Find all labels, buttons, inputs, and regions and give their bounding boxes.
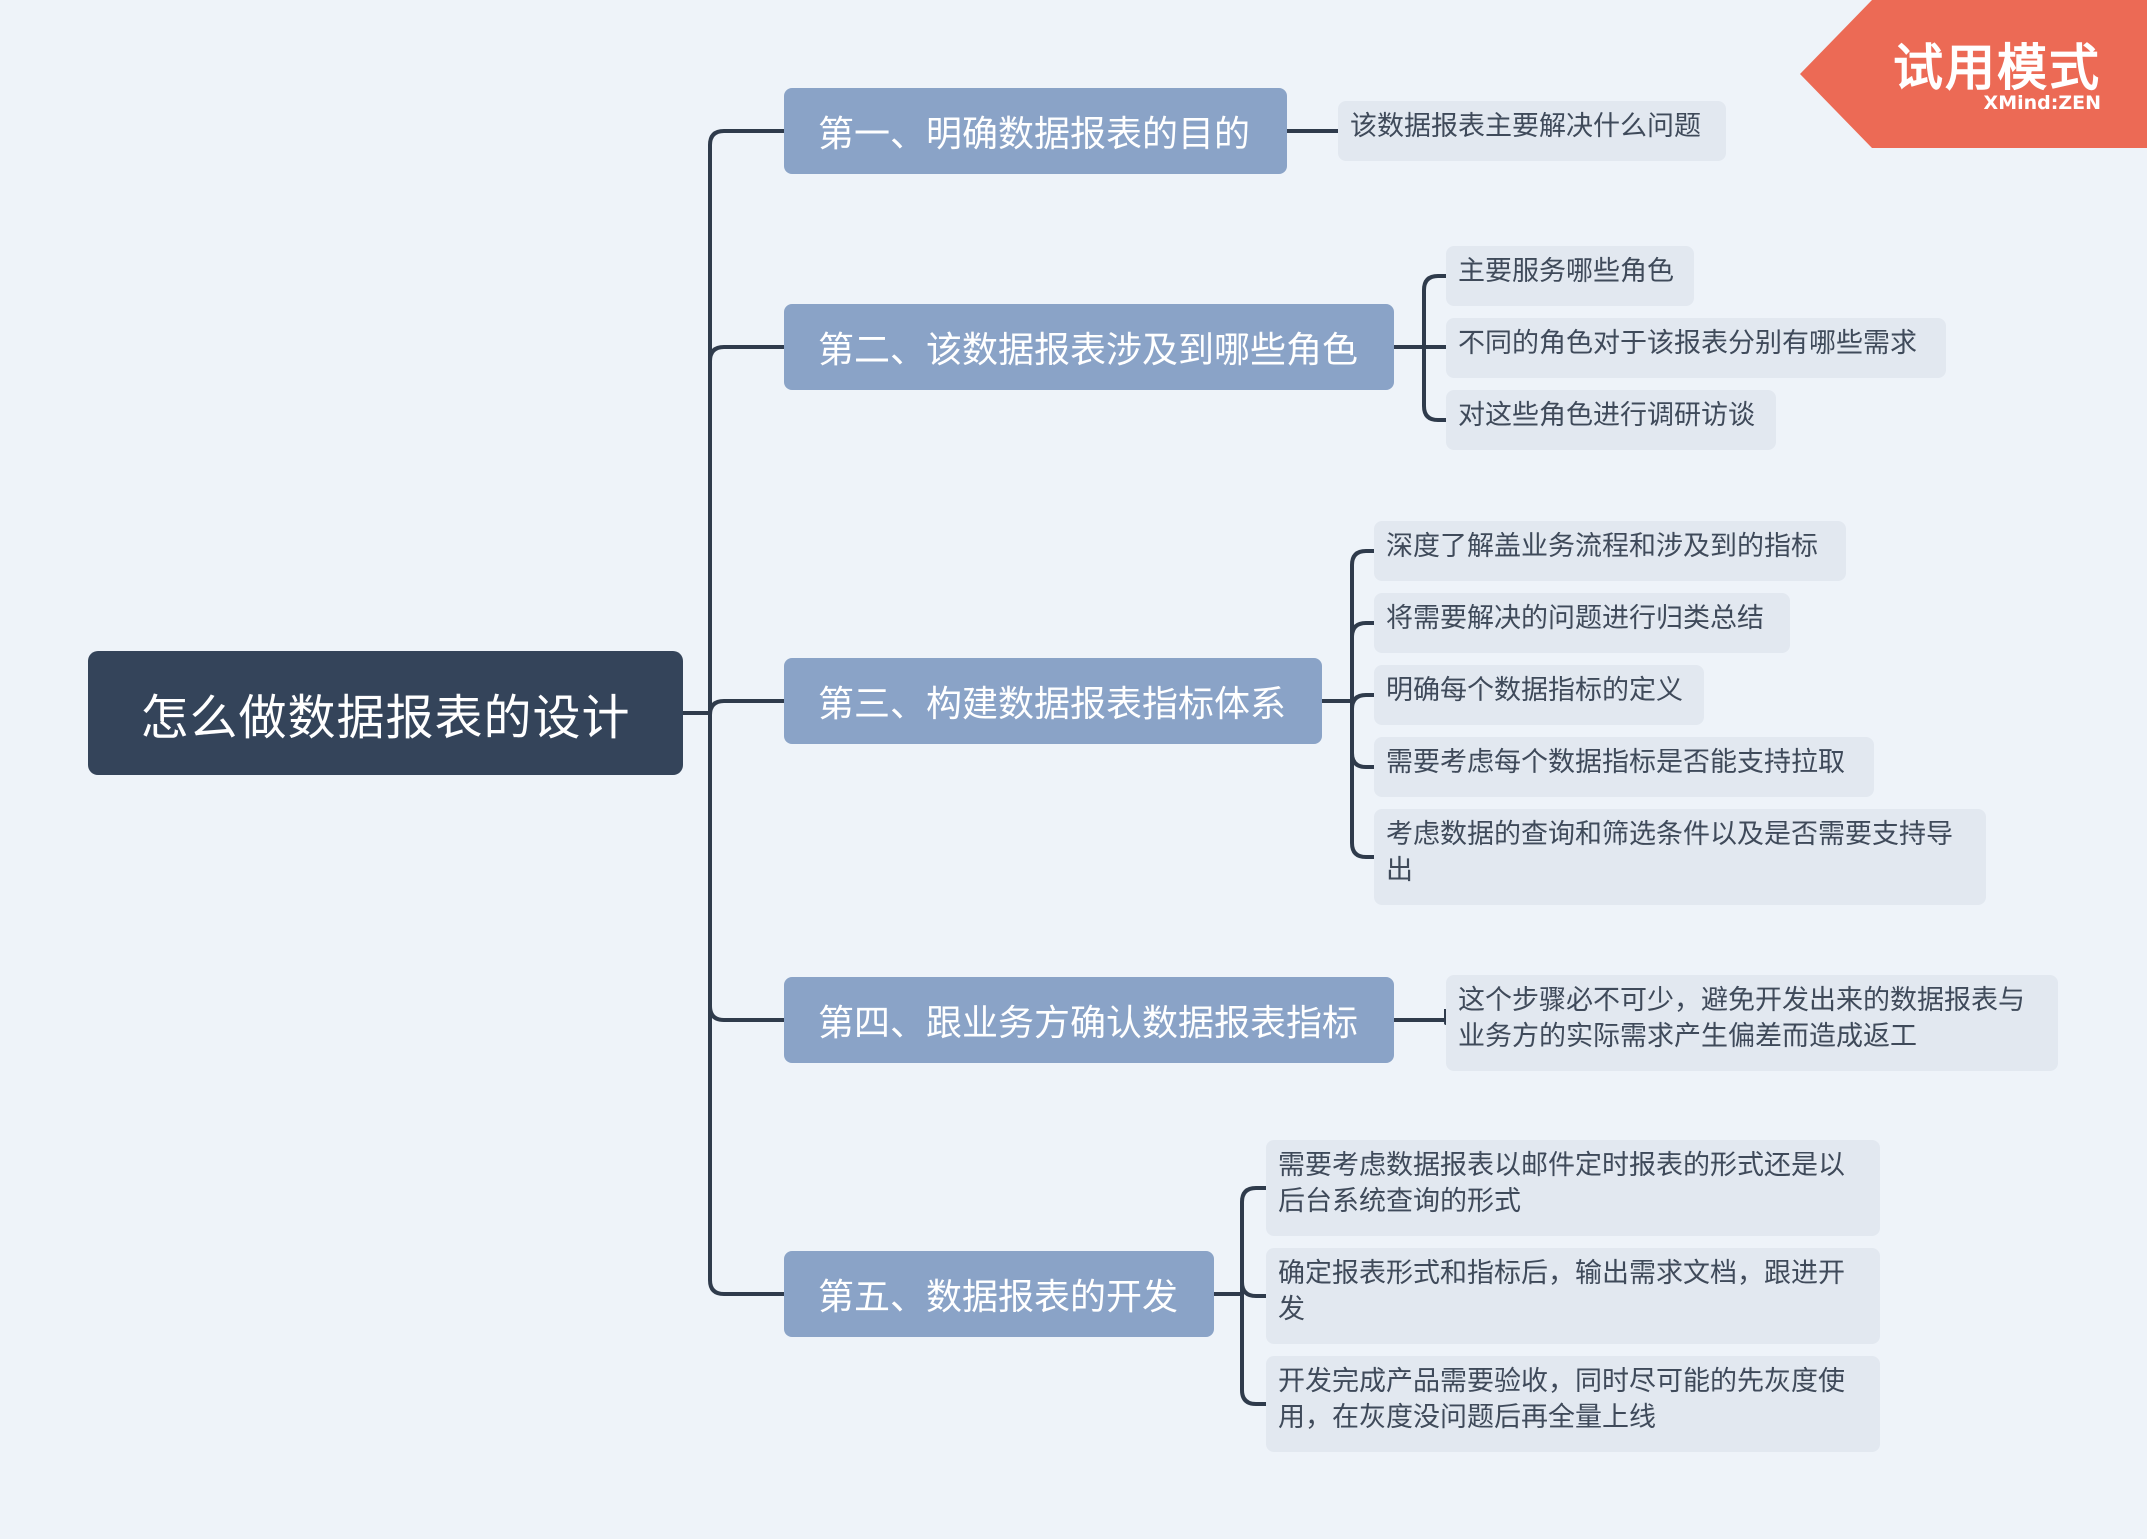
branch-topic-2[interactable]: 第二、该数据报表涉及到哪些角色: [784, 304, 1394, 390]
branch-2-connector-link-0: [1422, 274, 1448, 349]
branch-3-connector-link-2: [1350, 693, 1376, 710]
branch-topic-4[interactable]: 第四、跟业务方确认数据报表指标: [784, 977, 1394, 1063]
root-topic[interactable]: 怎么做数据报表的设计: [88, 651, 683, 775]
subtopic-3-3[interactable]: 明确每个数据指标的定义: [1374, 665, 1704, 725]
branch-3-connector-link-3: [1350, 699, 1376, 769]
subtopic-5-1[interactable]: 需要考虑数据报表以邮件定时报表的形式还是以后台系统查询的形式: [1266, 1140, 1880, 1236]
xmind-logo-text: XMind:ZEN: [1983, 92, 2101, 114]
branch-3-connector-link-4: [1350, 699, 1376, 859]
branch-5-connector-link-1: [1240, 1281, 1268, 1298]
branch-3-connector-link-1: [1350, 621, 1376, 703]
subtopic-2-3[interactable]: 对这些角色进行调研访谈: [1446, 390, 1776, 450]
subtopic-1-1[interactable]: 该数据报表主要解决什么问题: [1338, 101, 1726, 161]
root-connector-link-0: [708, 129, 786, 715]
subtopic-5-2[interactable]: 确定报表形式和指标后，输出需求文档，跟进开发: [1266, 1248, 1880, 1344]
branch-topic-3[interactable]: 第三、构建数据报表指标体系: [784, 658, 1322, 744]
branch-topic-5[interactable]: 第五、数据报表的开发: [784, 1251, 1214, 1337]
branch-3-connector-link-0: [1350, 549, 1376, 703]
subtopic-2-2[interactable]: 不同的角色对于该报表分别有哪些需求: [1446, 318, 1946, 378]
branch-topic-1[interactable]: 第一、明确数据报表的目的: [784, 88, 1287, 174]
trial-mode-badge[interactable]: 试用模式 XMind:ZEN: [1800, 0, 2147, 148]
trial-mode-title: 试用模式: [1893, 39, 2101, 97]
root-connector-link-4: [708, 711, 786, 1296]
root-connector-link-1: [708, 345, 786, 715]
branch-5-connector-link-0: [1240, 1186, 1268, 1296]
subtopic-3-5[interactable]: 考虑数据的查询和筛选条件以及是否需要支持导出: [1374, 809, 1986, 905]
branch-5-connector-link-2: [1240, 1292, 1268, 1406]
subtopic-5-3[interactable]: 开发完成产品需要验收，同时尽可能的先灰度使用，在灰度没问题后再全量上线: [1266, 1356, 1880, 1452]
root-connector-link-2: [708, 699, 786, 716]
branch-2-connector-link-2: [1422, 345, 1448, 422]
subtopic-3-1[interactable]: 深度了解盖业务流程和涉及到的指标: [1374, 521, 1846, 581]
subtopic-4-1[interactable]: 这个步骤必不可少，避免开发出来的数据报表与业务方的实际需求产生偏差而造成返工: [1446, 975, 2058, 1071]
subtopic-3-4[interactable]: 需要考虑每个数据指标是否能支持拉取: [1374, 737, 1874, 797]
subtopic-2-1[interactable]: 主要服务哪些角色: [1446, 246, 1694, 306]
root-connector-link-3: [708, 711, 786, 1022]
subtopic-3-2[interactable]: 将需要解决的问题进行归类总结: [1374, 593, 1790, 653]
